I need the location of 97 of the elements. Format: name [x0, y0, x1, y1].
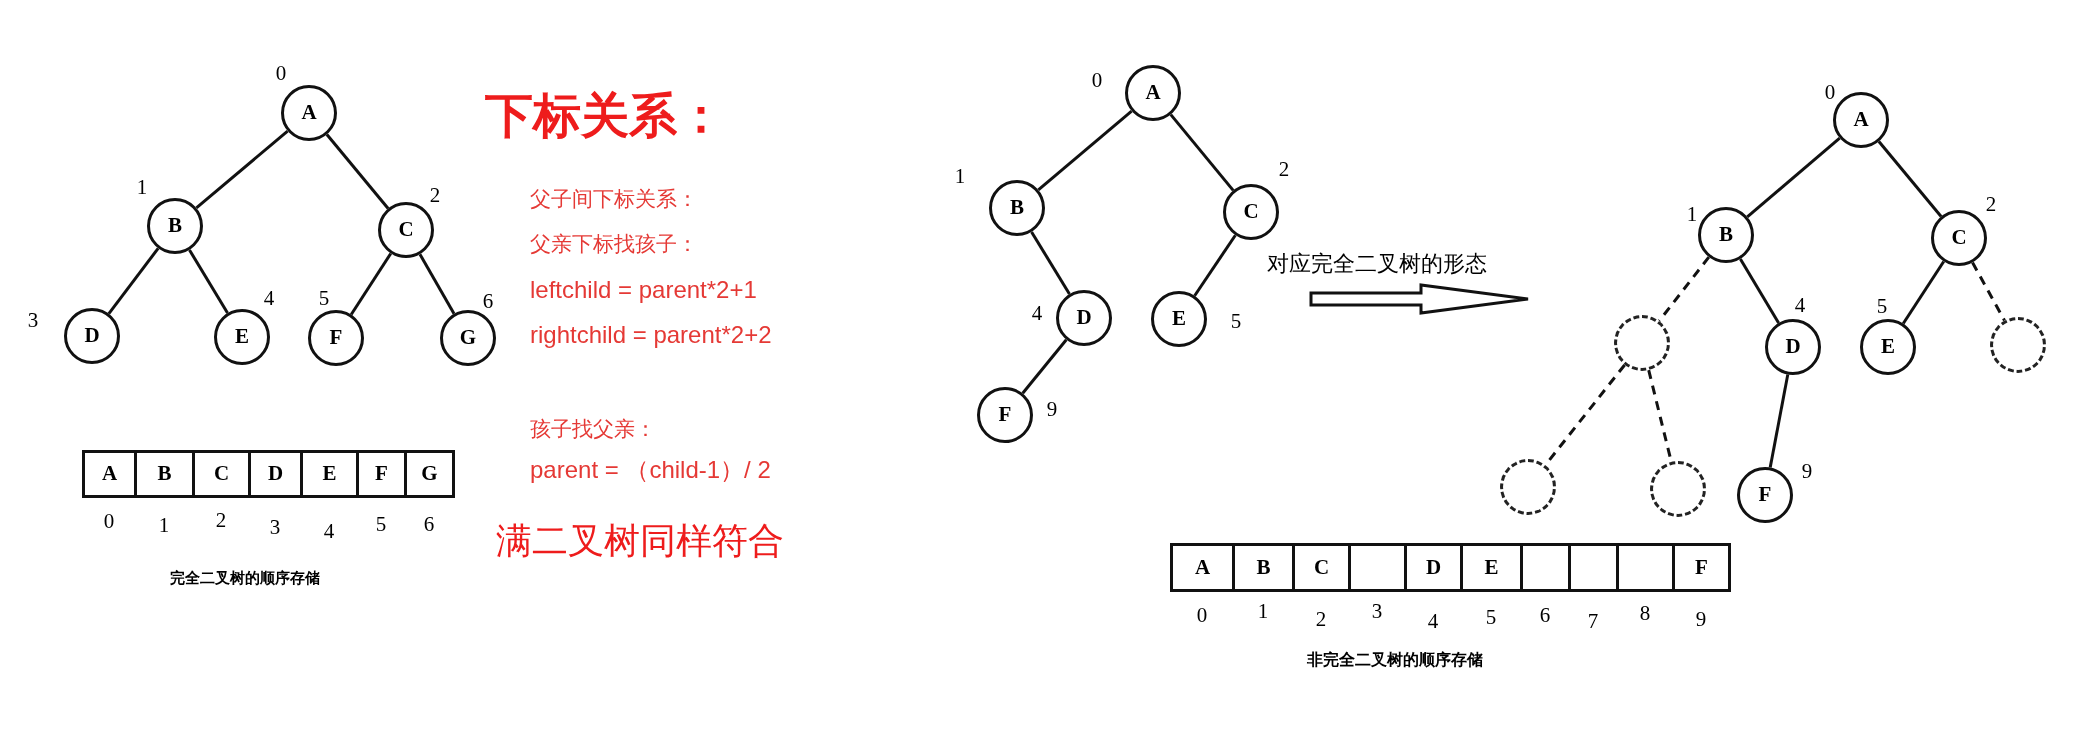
tree-node: D [1765, 319, 1821, 375]
tree-edge [1037, 109, 1133, 192]
index-number: 3 [268, 517, 282, 538]
tree-edge [1877, 140, 1943, 218]
tree-edge [1768, 374, 1790, 468]
index-number: 0 [1195, 605, 1209, 626]
tree-edge [1169, 113, 1235, 192]
array-cell: C [1292, 543, 1351, 592]
index-number: 2 [1314, 609, 1328, 630]
index-number: 4 [1030, 303, 1044, 324]
tree-edge [418, 253, 456, 315]
tree-edge [1030, 231, 1071, 295]
tree-node: C [1223, 184, 1279, 240]
index-number: 5 [1875, 296, 1889, 317]
index-number: 5 [374, 514, 388, 535]
index-number: 2 [1984, 194, 1998, 215]
tree-edge [1193, 234, 1237, 297]
array-cell: E [300, 450, 359, 498]
index-number: 0 [1090, 70, 1104, 91]
tree-edge [1746, 137, 1841, 218]
index-number: 0 [274, 63, 288, 84]
index-number: 4 [262, 288, 276, 309]
annotation-text: parent = （child-1）/ 2 [530, 458, 771, 482]
annotation-text: 父亲下标找孩子： [530, 233, 698, 254]
index-number: 5 [1484, 607, 1498, 628]
tree-edge [349, 252, 393, 316]
index-number: 8 [1638, 603, 1652, 624]
tree-edge [1658, 256, 1710, 322]
tree-node: D [64, 308, 120, 364]
array-cell: E [1460, 543, 1523, 592]
annotation-text: 完全二叉树的顺序存储 [170, 570, 320, 585]
index-number: 5 [1229, 311, 1243, 332]
index-number: 1 [953, 166, 967, 187]
annotation-text: 孩子找父亲： [530, 418, 656, 439]
tree-node: A [281, 85, 337, 141]
index-number: 2 [1277, 159, 1291, 180]
index-number: 1 [1685, 204, 1699, 225]
tree-edge [1739, 258, 1780, 324]
tree-node: F [977, 387, 1033, 443]
index-number: 6 [481, 291, 495, 312]
tree-node: F [1737, 467, 1793, 523]
tree-node: D [1056, 290, 1112, 346]
tree-node: E [214, 309, 270, 365]
tree-node: E [1151, 291, 1207, 347]
index-number: 9 [1800, 461, 1814, 482]
index-number: 9 [1694, 609, 1708, 630]
annotation-text: 满二叉树同样符合 [496, 523, 784, 559]
tree-node: A [1125, 65, 1181, 121]
index-number: 5 [317, 288, 331, 309]
index-number: 3 [26, 310, 40, 331]
array-cell: B [1232, 543, 1295, 592]
index-number: 1 [1256, 601, 1270, 622]
tree-node: C [378, 202, 434, 258]
index-number: 2 [214, 510, 228, 531]
array-cell [1348, 543, 1407, 592]
annotation-text: 父子间下标关系： [530, 188, 698, 209]
index-number: 4 [1426, 611, 1440, 632]
array-cell: C [192, 450, 251, 498]
tree-node: F [308, 310, 364, 366]
tree-node: G [440, 310, 496, 366]
tree-node: B [1698, 207, 1754, 263]
tree-node: B [989, 180, 1045, 236]
annotation-text: rightchild = parent*2+2 [530, 323, 772, 347]
index-number: 4 [322, 521, 336, 542]
tree-node: B [147, 198, 203, 254]
tree-node: C [1931, 210, 1987, 266]
annotation-text: 非完全二叉树的顺序存储 [1307, 652, 1483, 668]
annotation-text: leftchild = parent*2+1 [530, 278, 757, 302]
tree-edge [195, 129, 289, 210]
tree-edge [107, 247, 160, 315]
index-number: 6 [1538, 605, 1552, 626]
index-number: 7 [1586, 611, 1600, 632]
array-cell: B [134, 450, 195, 498]
array-cell: D [1404, 543, 1463, 592]
tree-node: E [1860, 319, 1916, 375]
tree-edge [1902, 260, 1945, 325]
array-cell: F [356, 450, 407, 498]
index-number: 9 [1045, 399, 1059, 420]
index-number: 4 [1793, 295, 1807, 316]
index-number: 1 [157, 515, 171, 536]
array-cell: D [248, 450, 303, 498]
array-cell: G [404, 450, 455, 498]
annotation-text: 对应完全二叉树的形态 [1267, 253, 1487, 275]
index-number: 3 [1370, 601, 1384, 622]
array-cell: A [1170, 543, 1235, 592]
array-cell [1568, 543, 1619, 592]
index-number: 0 [102, 511, 116, 532]
tree-edge [325, 133, 390, 210]
tree-edge [188, 249, 229, 314]
tree-edge [1021, 338, 1068, 395]
array-cell [1616, 543, 1675, 592]
index-number: 6 [422, 514, 436, 535]
array-cell [1520, 543, 1571, 592]
index-number: 1 [135, 177, 149, 198]
annotation-text: 下标关系： [485, 92, 725, 140]
array-cell: F [1672, 543, 1731, 592]
array-cell: A [82, 450, 137, 498]
